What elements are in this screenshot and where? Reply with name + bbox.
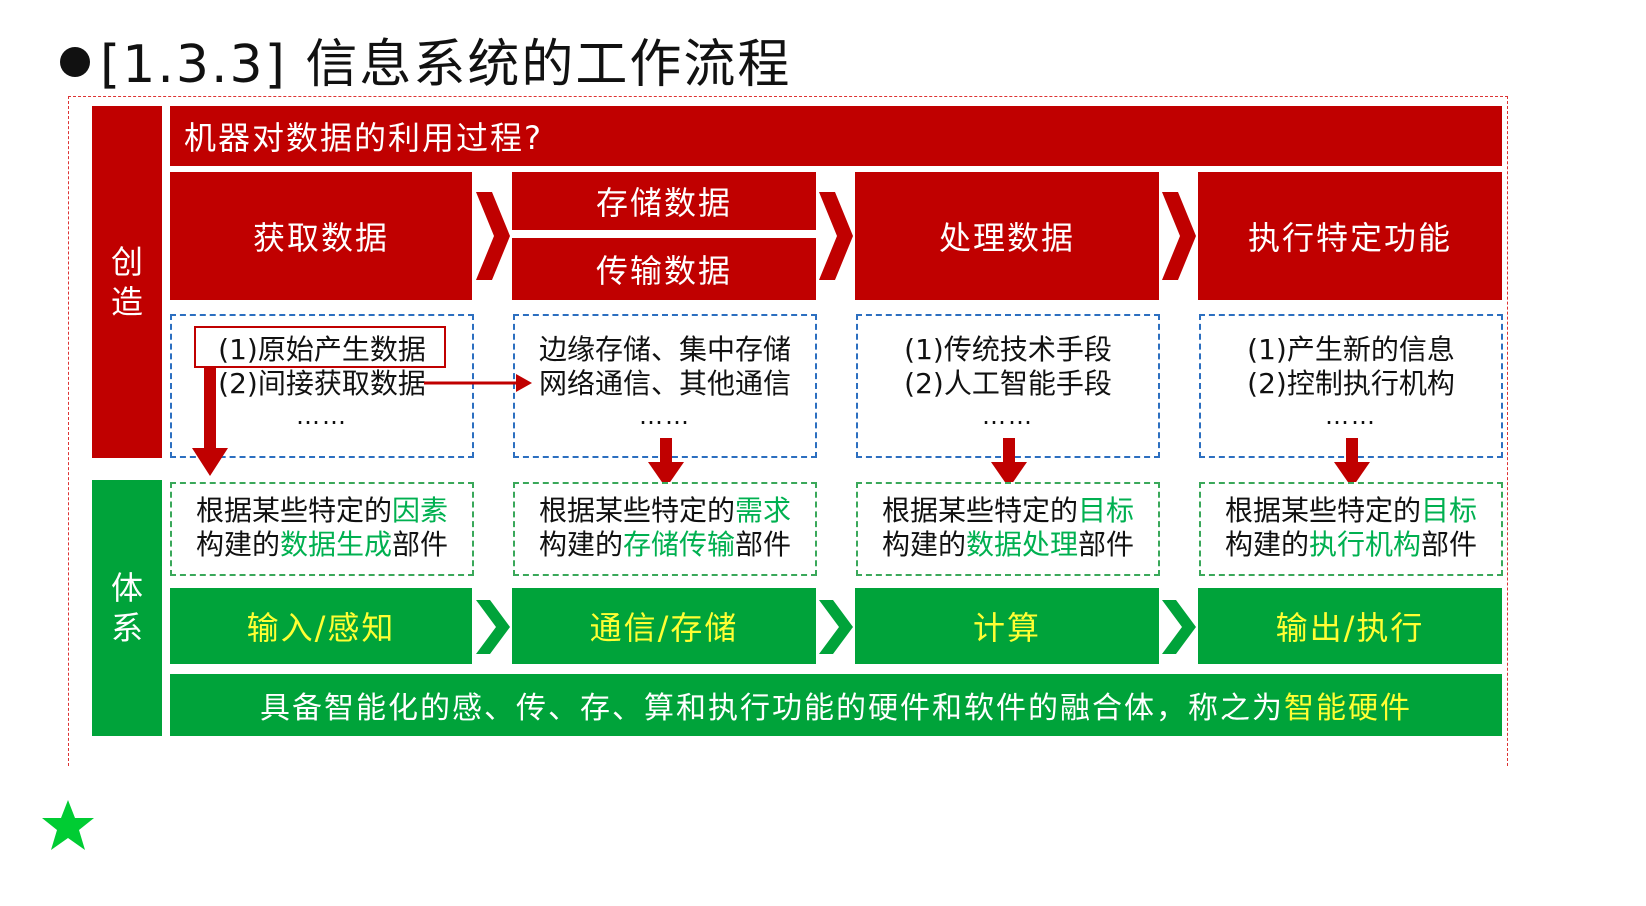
detail-acquire-line1: (1)原始产生数据: [218, 333, 426, 366]
chevron-right-icon: [819, 600, 853, 654]
page-title: [1.3.3] 信息系统的工作流程: [60, 22, 791, 97]
detail-box-execute: [1199, 314, 1503, 458]
top-banner-text: 机器对数据的利用过程?: [184, 119, 543, 157]
detail-store-line2: 网络通信、其他通信: [538, 367, 791, 400]
stage-acquire-label: 获取数据: [252, 219, 389, 257]
component-box-acquire: [170, 482, 474, 576]
component-text: 根据某些特定的: [195, 494, 392, 527]
component-highlight: 目标: [1078, 494, 1135, 527]
detail-execute-line1: (1)产生新的信息: [1247, 333, 1455, 366]
stage-transmit: 传输数据: [512, 238, 816, 300]
component-text: 根据某些特定的: [881, 494, 1078, 527]
stage-transmit-label: 传输数据: [595, 252, 732, 290]
component-highlight: 需求: [735, 494, 792, 527]
function-compute: 计算: [855, 588, 1159, 664]
component-highlight: 数据处理: [965, 528, 1078, 561]
highlight-rect: [194, 326, 446, 368]
component-text: 构建的: [195, 528, 280, 561]
detail-store-ellipsis: ……: [639, 402, 691, 430]
side-label-system-text: 体 系: [110, 569, 143, 647]
detail-box-acquire: [170, 314, 474, 458]
stage-acquire: 获取数据: [170, 172, 472, 300]
arrow-down-icon: [192, 368, 228, 476]
function-comm-label: 通信/存储: [589, 609, 739, 647]
stage-process-label: 处理数据: [938, 219, 1075, 257]
detail-store-line1: 边缘存储、集中存储: [538, 333, 791, 366]
stage-store-label: 存储数据: [595, 184, 732, 222]
detail-execute-ellipsis: ……: [1325, 402, 1377, 430]
diagram-frame: [68, 96, 1508, 766]
side-label-system: 体 系: [92, 480, 162, 736]
chevron-right-icon: [476, 192, 510, 280]
component-box-execute: [1199, 482, 1503, 576]
component-store-line1: 根据某些特定的需求: [513, 494, 817, 528]
detail-process-line1: (1)传统技术手段: [904, 333, 1112, 366]
stage-execute: 执行特定功能: [1198, 172, 1502, 300]
component-execute-line1: 根据某些特定的目标: [1199, 494, 1503, 528]
arrow-down-icon: [1334, 438, 1370, 488]
bottom-banner: 具备智能化的感、传、存、算和执行功能的硬件和软件的融合体，称之为智能硬件: [170, 674, 1502, 736]
component-acquire-line2: 构建的数据生成部件: [170, 528, 474, 562]
component-text: 构建的: [881, 528, 966, 561]
component-text: 构建的: [1224, 528, 1309, 561]
component-highlight: 数据生成: [279, 528, 392, 561]
function-comm: 通信/存储: [512, 588, 816, 664]
function-compute-label: 计算: [972, 609, 1041, 647]
component-text: 部件: [1078, 528, 1135, 561]
component-highlight: 目标: [1421, 494, 1478, 527]
component-text: 部件: [735, 528, 792, 561]
component-text: 部件: [1421, 528, 1478, 561]
star-icon: [42, 800, 94, 850]
detail-process-ellipsis: ……: [982, 402, 1034, 430]
arrow-right-icon: [424, 374, 532, 392]
chevron-right-icon: [819, 192, 853, 280]
chevron-right-icon: [1162, 600, 1196, 654]
function-output-label: 输出/执行: [1275, 609, 1425, 647]
component-acquire-line1: 根据某些特定的因素: [170, 494, 474, 528]
bottom-banner-highlight: 智能硬件: [1284, 691, 1412, 726]
component-process-line2: 构建的数据处理部件: [856, 528, 1160, 562]
component-box-process: [856, 482, 1160, 576]
detail-acquire-line2: (2)间接获取数据: [218, 367, 426, 400]
function-output: 输出/执行: [1198, 588, 1502, 664]
component-text: 构建的: [538, 528, 623, 561]
component-highlight: 存储传输: [622, 528, 735, 561]
component-store-line2: 构建的存储传输部件: [513, 528, 817, 562]
stage-execute-label: 执行特定功能: [1247, 219, 1452, 257]
component-highlight: 执行机构: [1308, 528, 1421, 561]
detail-execute-line2: (2)控制执行机构: [1247, 367, 1455, 400]
top-banner: 机器对数据的利用过程?: [170, 106, 1502, 166]
chevron-right-icon: [476, 600, 510, 654]
side-label-create-text: 创 造: [110, 243, 143, 321]
arrow-down-icon: [648, 438, 684, 488]
component-box-store: [513, 482, 817, 576]
stage-store: 存储数据: [512, 172, 816, 230]
component-execute-line2: 构建的执行机构部件: [1199, 528, 1503, 562]
bottom-banner-text: 具备智能化的感、传、存、算和执行功能的硬件和软件的融合体，称之为: [260, 691, 1284, 726]
side-label-create: 创 造: [92, 106, 162, 458]
bullet-icon: [60, 47, 90, 77]
arrow-down-icon: [991, 438, 1027, 488]
detail-acquire-ellipsis: ……: [296, 402, 348, 430]
component-highlight: 因素: [392, 494, 449, 527]
component-text: 根据某些特定的: [538, 494, 735, 527]
stage-process: 处理数据: [855, 172, 1159, 300]
function-input: 输入/感知: [170, 588, 472, 664]
component-text: 部件: [392, 528, 449, 561]
component-process-line1: 根据某些特定的目标: [856, 494, 1160, 528]
chevron-right-icon: [1162, 192, 1196, 280]
component-text: 根据某些特定的: [1224, 494, 1421, 527]
page-title-text: [1.3.3] 信息系统的工作流程: [100, 35, 792, 95]
detail-box-store: [513, 314, 817, 458]
function-input-label: 输入/感知: [246, 609, 396, 647]
detail-process-line2: (2)人工智能手段: [904, 367, 1112, 400]
